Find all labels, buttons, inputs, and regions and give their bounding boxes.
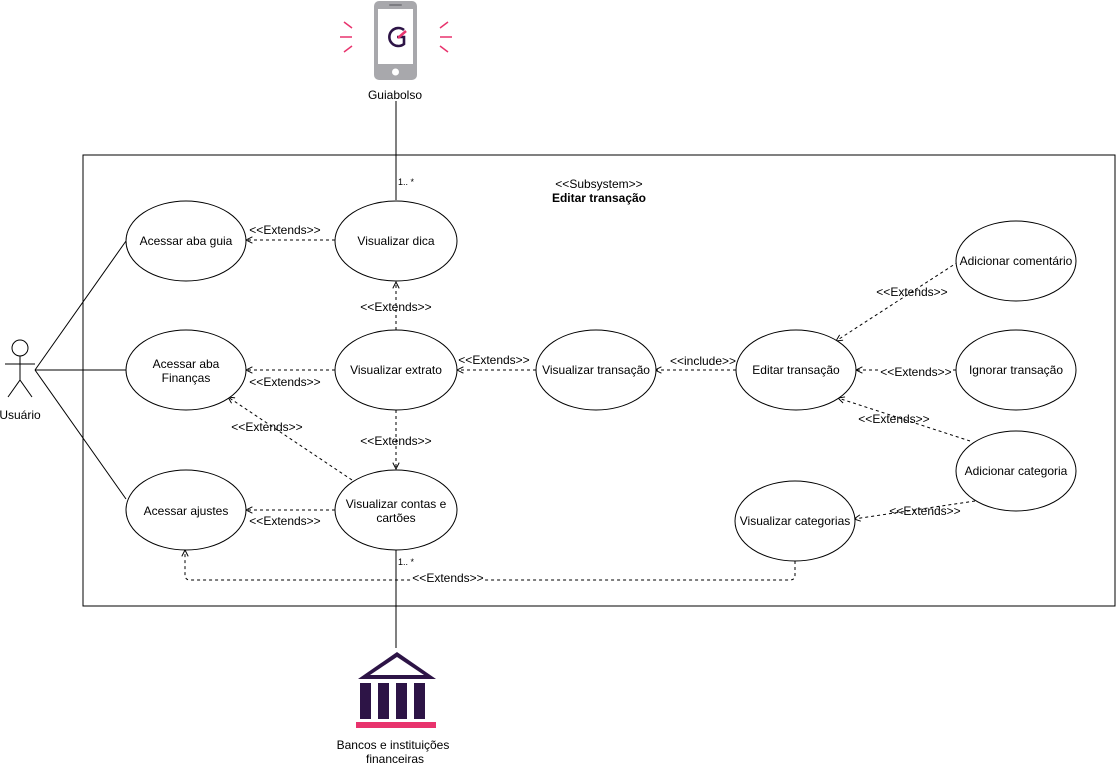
label-extends-categorias-ajustes: <<Extends>>: [412, 571, 483, 585]
usecase-ignorar-transacao-label: Ignorar transação: [969, 363, 1063, 377]
rel-categoria-editar: [838, 398, 971, 442]
multiplicity-banks: 1.. *: [398, 557, 415, 567]
usecase-adicionar-comentario-label: Adicionar comentário: [960, 254, 1073, 268]
guiabolso-phone-icon[interactable]: [340, 1, 452, 80]
system-title: Editar transação: [552, 191, 646, 205]
usecase-visualizar-dica[interactable]: Visualizar dica: [334, 200, 458, 282]
label-extends-comentario-editar: <<Extends>>: [876, 285, 947, 299]
usecase-visualizar-contas-label-2: cartões: [376, 511, 415, 525]
usecase-visualizar-extrato[interactable]: Visualizar extrato: [334, 329, 458, 411]
label-extends-categoria-editar: <<Extends>>: [858, 412, 929, 426]
system-stereotype: <<Subsystem>>: [555, 177, 642, 191]
rel-comentario-editar: [836, 261, 959, 341]
bank-building-icon[interactable]: [356, 652, 436, 728]
usecase-visualizar-categorias[interactable]: Visualizar categorias: [734, 480, 856, 562]
usecase-visualizar-transacao[interactable]: Visualizar transação: [535, 329, 657, 411]
usecase-adicionar-comentario[interactable]: Adicionar comentário: [955, 220, 1077, 302]
label-extends-extrato-contas: <<Extends>>: [360, 434, 431, 448]
label-extends-extrato-financas: <<Extends>>: [249, 375, 320, 389]
rel-categoria-categorias: [854, 500, 976, 519]
usecase-visualizar-transacao-label: Visualizar transação: [542, 363, 650, 377]
guiabolso-label: Guiabolso: [368, 88, 422, 102]
usecase-acessar-ajustes-label: Acessar ajustes: [144, 504, 229, 518]
usecase-editar-transacao-label: Editar transação: [752, 363, 840, 377]
label-extends-categoria-categorias: <<Extends>>: [889, 504, 960, 518]
user-actor-icon[interactable]: [5, 339, 35, 398]
usecase-adicionar-categoria-label: Adicionar categoria: [965, 464, 1068, 478]
usecase-ignorar-transacao[interactable]: Ignorar transação: [955, 329, 1077, 411]
usecase-editar-transacao[interactable]: Editar transação: [735, 329, 857, 411]
banks-label-line2: financeiras: [366, 752, 424, 766]
label-extends-contas-ajustes: <<Extends>>: [249, 514, 320, 528]
usecase-acessar-ajustes[interactable]: Acessar ajustes: [125, 469, 247, 551]
multiplicity-guiabolso: 1.. *: [398, 177, 415, 187]
usecase-adicionar-categoria[interactable]: Adicionar categoria: [955, 430, 1077, 512]
rel-contas-financas: [228, 397, 353, 481]
label-extends-ignorar-editar: <<Extends>>: [880, 365, 951, 379]
banks-label-line1: Bancos e instituições: [337, 738, 450, 752]
assoc-user-aba-guia: [34, 240, 127, 371]
usecase-visualizar-contas-label-1: Visualizar contas e: [346, 497, 447, 511]
usecase-acessar-aba-guia-label: Acessar aba guia: [140, 234, 233, 248]
usecase-visualizar-extrato-label: Visualizar extrato: [350, 363, 442, 377]
label-extends-contas-financas: <<Extends>>: [231, 420, 302, 434]
label-extends-extrato-dica: <<Extends>>: [360, 300, 431, 314]
user-label: Usuário: [0, 408, 41, 422]
usecase-acessar-aba-financas-label-1: Acessar aba: [153, 357, 220, 371]
usecase-acessar-aba-financas[interactable]: Acessar aba Finanças: [125, 329, 247, 411]
usecase-acessar-aba-guia[interactable]: Acessar aba guia: [125, 200, 247, 282]
usecase-visualizar-contas[interactable]: Visualizar contas e cartões: [334, 469, 458, 551]
usecase-visualizar-categorias-label: Visualizar categorias: [740, 514, 851, 528]
usecase-acessar-aba-financas-label-2: Finanças: [162, 371, 211, 385]
label-extends-dica-guia: <<Extends>>: [249, 223, 320, 237]
assoc-user-ajustes: [34, 369, 127, 500]
usecase-visualizar-dica-label: Visualizar dica: [357, 234, 434, 248]
label-extends-transacao-extrato: <<Extends>>: [458, 353, 529, 367]
label-include-editar-transacao: <<include>>: [670, 354, 736, 368]
